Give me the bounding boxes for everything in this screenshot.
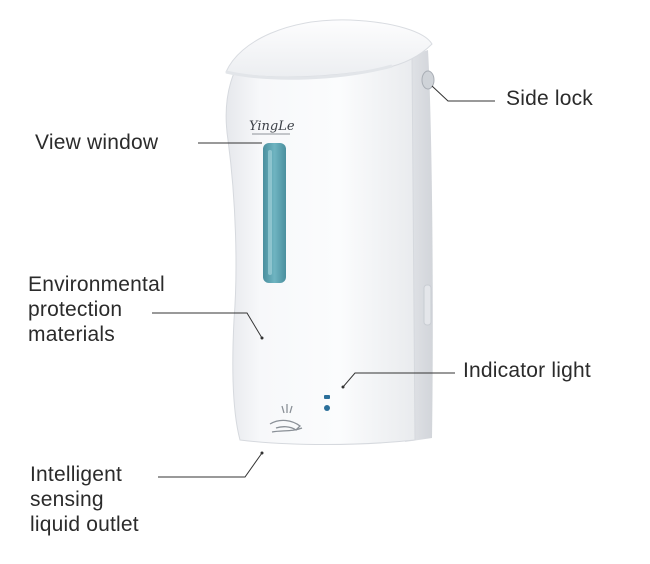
hand-sensor-icon (269, 404, 303, 433)
callout-side-lock: Side lock (506, 87, 594, 110)
callout-indicator-light: Indicator light (463, 359, 591, 382)
indicator-drop (324, 405, 330, 411)
brand-logo: YingLe (249, 119, 295, 134)
callout-liquid-outlet: Intelligent sensing liquid outlet (30, 463, 139, 536)
side-button (423, 284, 432, 326)
callout-environmental-materials: Environmental protection materials (28, 273, 165, 346)
leader-environmental (152, 312, 263, 339)
leader-side-lock (431, 85, 495, 102)
side-lock-knob (421, 70, 435, 90)
leader-indicator (342, 372, 455, 388)
view-window (263, 143, 286, 283)
indicator-light (324, 395, 330, 399)
leader-outlet (158, 452, 263, 478)
callout-view-window: View window (35, 131, 159, 154)
dispenser-body (225, 36, 416, 445)
leader-lines (152, 85, 495, 478)
